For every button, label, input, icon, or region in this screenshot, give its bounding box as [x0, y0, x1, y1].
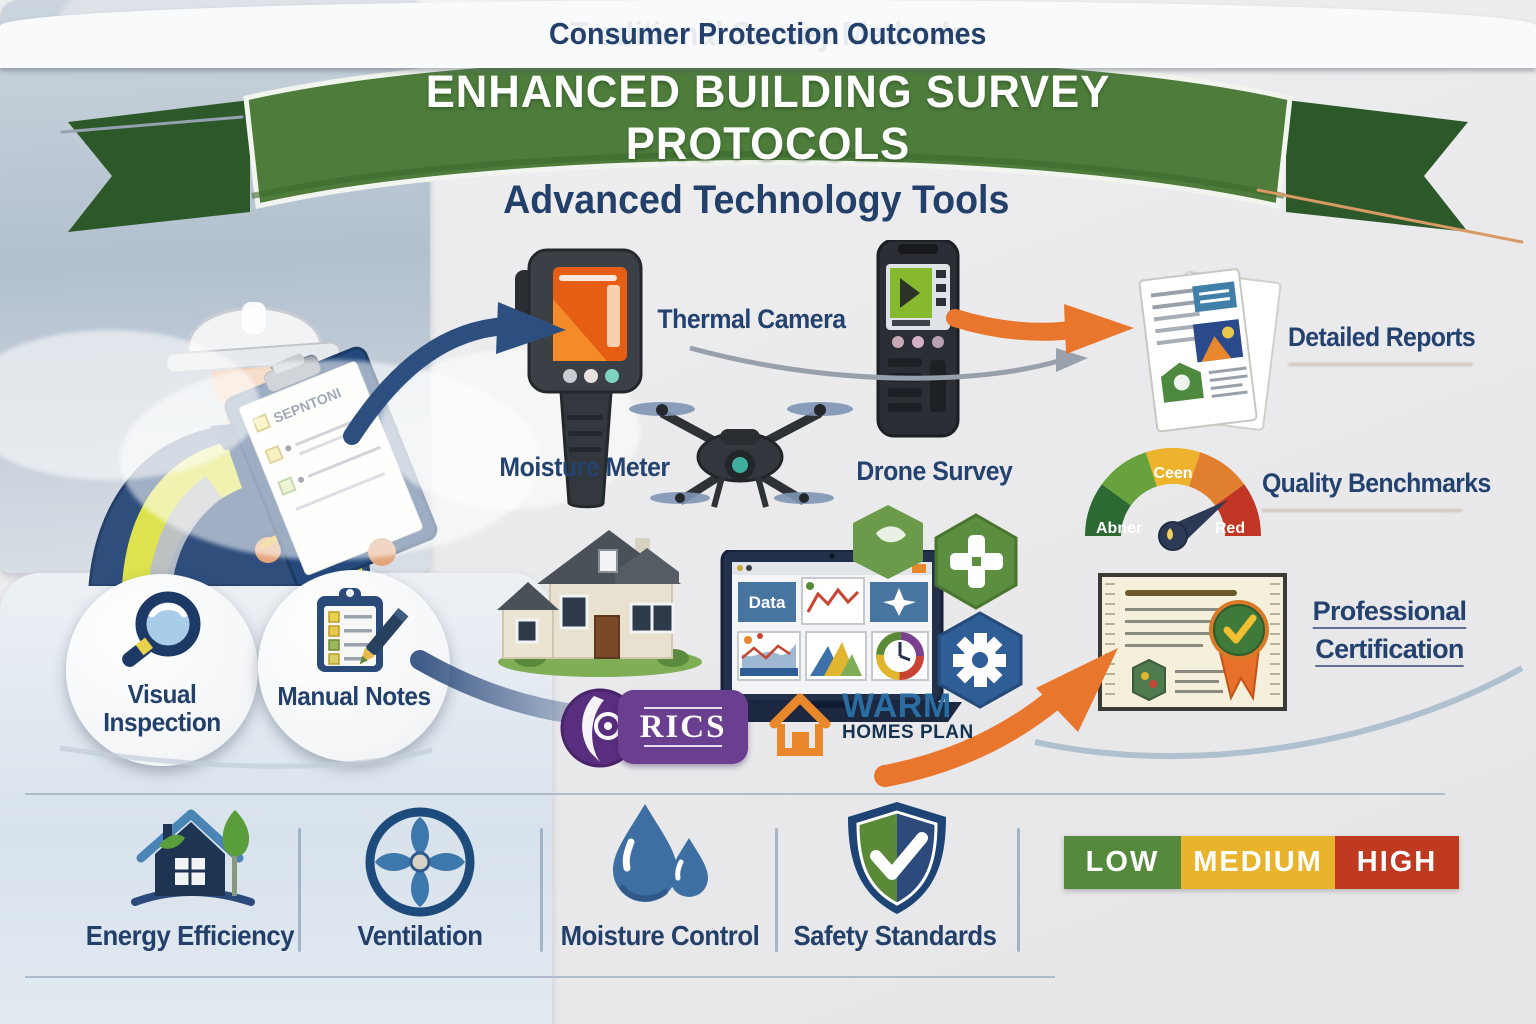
risk-scale-bar: LOW MEDIUM HIGH: [1064, 836, 1459, 889]
quality-benchmarks-row: Quality Benchmarks: [1262, 468, 1511, 512]
professional-certification-row: Professional Certification: [1292, 592, 1487, 668]
right-deco-line: [1256, 188, 1524, 244]
footer-divider-4: [1017, 828, 1020, 952]
risk-low-segment: LOW: [1064, 836, 1181, 889]
detailed-reports-label: Detailed Reports: [1288, 322, 1476, 352]
data-tile-label: Data: [749, 593, 786, 612]
safety-standards-label: Safety Standards: [793, 920, 997, 951]
hexagon-gear-icon: [937, 611, 1023, 709]
footer-divider-2: [540, 828, 543, 952]
warm-house-icon: [769, 693, 831, 756]
drone-icon: [629, 402, 853, 508]
gauge-right-label: Red: [1215, 520, 1245, 537]
footer-divider-3: [775, 828, 778, 952]
report-document-icon: [1138, 268, 1282, 433]
warm-logo-line2: HOMES PLAN: [842, 722, 974, 743]
banner-title: ENHANCED BUILDING SURVEY PROTOCOLS: [425, 66, 1111, 169]
visual-inspection-label: Visual Inspection: [103, 679, 221, 737]
footer-bottom-divider: [25, 976, 1055, 978]
shield-check-icon: [848, 802, 946, 914]
warm-logo-line1: WARM: [842, 687, 952, 725]
technology-title: Advanced Technology Tools: [502, 178, 1010, 222]
energy-efficiency-label: Energy Efficiency: [85, 920, 295, 951]
drone-rotors: [629, 402, 853, 504]
thermal-camera-label: Thermal Camera: [657, 304, 846, 334]
ribbon-tail-left: [68, 100, 250, 232]
magnifier-icon: [122, 591, 201, 667]
orange-flow-arrow-top: [946, 304, 1134, 354]
eco-house-icon: [131, 809, 255, 906]
quality-benchmarks-label: Quality Benchmarks: [1262, 468, 1491, 498]
warm-homes-plan-logo: WARM HOMES PLAN: [768, 687, 974, 756]
fan-icon: [365, 807, 475, 917]
outcomes-title: Consumer Protection Outcomes: [549, 16, 987, 51]
gauge-left-label: Abner: [1096, 520, 1142, 537]
footer-divider-1: [298, 828, 301, 952]
visual-inspection-badge: Visual Inspection: [66, 574, 258, 766]
laptop-dashboard: Data: [702, 550, 962, 722]
moisture-meter-label: Moisture Meter: [499, 452, 670, 482]
hexagon-icons: [853, 505, 1023, 709]
left-deco-line: [60, 115, 244, 134]
outcomes-panel-header: Consumer Protection Outcomes: [0, 0, 1536, 68]
house-illustration: [497, 530, 702, 677]
footer-top-divider: [25, 793, 1445, 795]
moisture-control-label: Moisture Control: [560, 920, 760, 951]
rics-logo: RICS: [618, 690, 748, 764]
manual-notes-label: Manual Notes: [277, 681, 431, 711]
water-drops-icon: [613, 804, 708, 902]
moisture-meter-icon: [876, 240, 960, 438]
manual-notes-badge: Manual Notes: [258, 570, 450, 762]
professional-certification-label: Professional Certification: [1312, 596, 1467, 664]
risk-medium-segment: MEDIUM: [1181, 836, 1335, 889]
certificate-icon: [1098, 573, 1287, 711]
technology-heading-row: Advanced Technology Tools: [470, 178, 1042, 223]
gauge-icon: Abner Ceen Red: [1085, 447, 1261, 551]
gauge-top-label: Ceen: [1153, 465, 1192, 482]
hexagon-cross-icon: [934, 513, 1018, 610]
drone-survey-label: Drone Survey: [856, 456, 1013, 486]
risk-high-segment: HIGH: [1335, 836, 1459, 889]
data-tile: [738, 582, 796, 622]
rics-logo-text: RICS: [639, 709, 727, 745]
ventilation-label: Ventilation: [357, 920, 483, 951]
detailed-reports-row: Detailed Reports: [1288, 322, 1491, 366]
clipboard-pencil-icon: [317, 588, 409, 672]
ribbon-tail-right: [1286, 100, 1468, 232]
